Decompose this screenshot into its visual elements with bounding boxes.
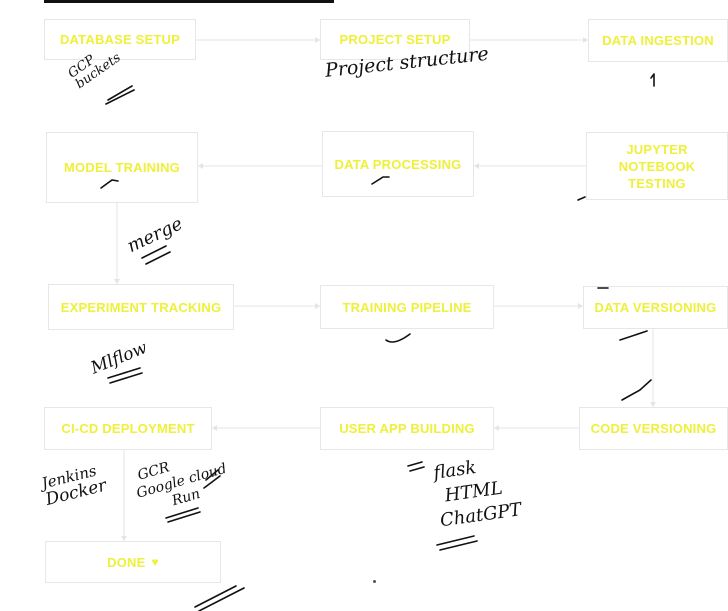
heart-icon: ♥ <box>151 555 159 569</box>
node-experiment-tracking: EXPERIMENT TRACKING <box>48 284 234 330</box>
node-label: PROJECT SETUP <box>339 32 451 47</box>
node-project-setup: PROJECT SETUP <box>320 19 470 60</box>
stray-dot <box>373 580 376 583</box>
check-icon <box>100 179 119 189</box>
node-label: USER APP BUILDING <box>339 421 475 436</box>
top-underline-bar <box>44 0 334 3</box>
underline-stroke <box>141 245 167 259</box>
node-model-training: MODEL TRAINING <box>46 132 198 203</box>
arrowhead <box>315 303 320 309</box>
node-done: DONE ♥ <box>45 541 221 583</box>
underline-stroke <box>107 85 133 101</box>
underline-stroke <box>198 587 245 611</box>
node-data-processing: DATA PROCESSING <box>322 131 474 197</box>
node-label: DATA VERSIONING <box>594 300 717 315</box>
underline-stroke <box>165 507 199 519</box>
node-user-app-building: USER APP BUILDING <box>320 407 494 450</box>
underline-stroke <box>205 469 219 481</box>
dash-mark <box>409 466 425 472</box>
node-label: MODEL TRAINING <box>64 160 180 175</box>
underline-stroke <box>167 511 201 523</box>
check-icon <box>621 379 652 401</box>
arrowhead <box>212 425 217 431</box>
node-label: DATA INGESTION <box>602 33 714 48</box>
underline-stroke <box>439 540 478 551</box>
arrowhead <box>114 279 120 284</box>
arrow-up-icon <box>650 73 655 87</box>
note-flask-html-chatgpt: flask HTML ChatGPT <box>432 451 523 534</box>
node-label: JUPYTER NOTEBOOK TESTING <box>618 141 696 191</box>
node-database-setup: DATABASE SETUP <box>44 19 196 60</box>
arrowhead <box>315 37 320 43</box>
arrowhead <box>578 303 583 309</box>
dash-mark <box>407 461 423 467</box>
node-label: EXPERIMENT TRACKING <box>60 299 222 315</box>
node-code-versioning: CODE VERSIONING <box>579 407 728 450</box>
underline-stroke <box>109 372 143 384</box>
node-data-versioning: DATA VERSIONING <box>583 286 728 329</box>
node-label: DONE <box>107 554 146 570</box>
tick-mark <box>577 196 586 201</box>
dash-mark <box>619 330 648 341</box>
arrowhead <box>198 163 203 169</box>
underline-stroke <box>436 535 475 546</box>
underline-stroke <box>107 367 141 379</box>
node-label: DATA PROCESSING <box>334 156 462 172</box>
node-jupyter-testing: JUPYTER NOTEBOOK TESTING <box>586 132 728 200</box>
arrowhead <box>474 163 479 169</box>
node-label: CODE VERSIONING <box>590 421 717 436</box>
underline-stroke <box>194 585 237 608</box>
underline-stroke <box>145 251 171 265</box>
check-icon <box>385 333 411 343</box>
node-label: DATABASE SETUP <box>59 32 181 47</box>
node-label: CI-CD DEPLOYMENT <box>61 421 195 436</box>
node-cicd-deployment: CI-CD DEPLOYMENT <box>44 407 212 450</box>
node-training-pipeline: TRAINING PIPELINE <box>320 285 494 329</box>
underline-stroke <box>203 475 221 489</box>
check-icon <box>371 176 390 185</box>
arrowhead <box>583 37 588 43</box>
arrowhead <box>650 402 656 407</box>
node-label: TRAINING PIPELINE <box>342 299 472 315</box>
arrowhead <box>121 536 127 541</box>
underline-stroke <box>105 89 135 105</box>
arrowhead <box>494 425 499 431</box>
